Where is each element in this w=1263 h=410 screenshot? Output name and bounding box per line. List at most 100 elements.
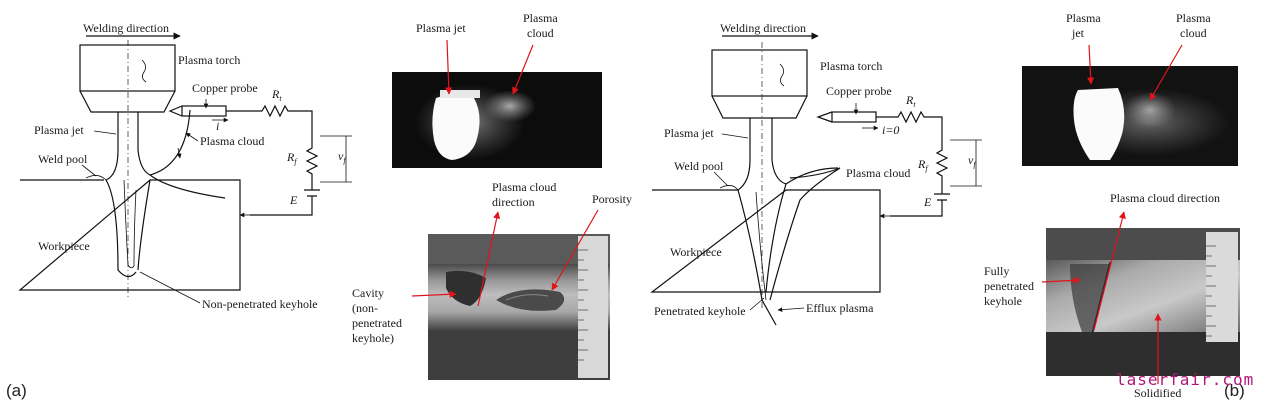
cloud-direction-arrow [477, 211, 501, 307]
photo-a-cross-section: Plasma cloud direction Porosity Cavity (… [352, 180, 632, 380]
copper-probe-tip [168, 105, 183, 117]
plasma-cloud-glow [484, 90, 536, 122]
photo-a-plasma: Plasma jet Plasma cloud [392, 11, 602, 168]
panel-a-label: (a) [6, 381, 27, 400]
plasma-jet-left [105, 112, 137, 278]
keyhole-inner-b [755, 191, 767, 301]
current-label-b: i=0 [882, 123, 899, 137]
cloud-direction-label-1: Plasma cloud [492, 180, 556, 194]
photo-b-cloud-label-1: Plasma [1176, 11, 1211, 25]
plasma-jet-left-b [737, 118, 777, 326]
photo-b-plasma: Plasma jet Plasma cloud [1022, 11, 1238, 166]
photo-b-cloud-label-2: cloud [1180, 26, 1207, 40]
plasma-cloud-label-b: Plasma cloud [846, 166, 910, 180]
cloud-direction-label-b: Plasma cloud direction [1110, 191, 1220, 205]
photo-b-cross-section: Plasma cloud direction Fully penetrated … [984, 191, 1240, 400]
ruler-b [1206, 232, 1238, 342]
plasma-jet-glow-b [1073, 88, 1125, 160]
photo-a-jet-arrow [445, 39, 453, 95]
plasma-jet-glow [432, 95, 480, 160]
fully-label-3: keyhole [984, 294, 1022, 308]
copper-probe-label-b: Copper probe [826, 84, 892, 98]
weld-pool-label-b: Weld pool [674, 159, 724, 173]
welding-direction-label-b: Welding direction [720, 21, 806, 35]
e-label-b: E [923, 195, 932, 209]
weld-pool-leader [81, 164, 97, 177]
cavity-label-3: penetrated [352, 316, 402, 330]
plasma-jet-leader-b [721, 133, 749, 139]
vf-label-b: vf [968, 153, 977, 169]
efflux-label: Efflux plasma [806, 301, 874, 315]
workpiece-block [18, 179, 241, 291]
panel-b-label: (b) [1224, 381, 1245, 400]
fully-arrow [1041, 276, 1081, 284]
plasma-torch-leader [141, 59, 147, 83]
rf-label: Rf [286, 150, 298, 166]
keyhole-leader-b [749, 297, 765, 311]
keyhole-inner [123, 179, 137, 269]
porosity-label: Porosity [592, 192, 632, 206]
fusion-line-b [1091, 261, 1111, 335]
ruler-a-ticks [578, 249, 588, 361]
vf-label: vf [338, 149, 347, 165]
cavity-label-1: Cavity [352, 286, 384, 300]
plasma-cloud-tail-b [769, 167, 841, 301]
photo-a-jet-label: Plasma jet [416, 21, 466, 35]
welding-direction-label: Welding direction [83, 21, 169, 35]
photo-b-jet-label-1: Plasma [1066, 11, 1101, 25]
weld-pool-leader-b [713, 171, 729, 187]
plasma-jet-right [137, 109, 191, 176]
current-label: i [216, 119, 219, 133]
keyhole-wall [137, 179, 151, 271]
fully-label-2: penetrated [984, 279, 1034, 293]
solidified-label: Solidified [1134, 386, 1181, 400]
e-label: E [289, 193, 298, 207]
workpiece-block-b [650, 189, 881, 293]
photo-b-jet-arrow [1087, 44, 1095, 85]
weld-pool-edge [85, 175, 107, 181]
weld-pool-edge-b [719, 185, 739, 191]
keyhole-wall-b [765, 183, 787, 293]
plasma-torch-label-b: Plasma torch [820, 59, 882, 73]
cavity-label-2: (non- [352, 301, 378, 315]
cloud-direction-label-2: direction [492, 195, 535, 209]
fully-label-1: Fully [984, 264, 1009, 278]
plasma-cloud-trail [149, 174, 226, 199]
torch-nozzle-b [711, 95, 808, 119]
photo-a-cloud-label-1: Plasma [523, 11, 558, 25]
ruler-a [578, 236, 608, 378]
circuit-wire [226, 104, 320, 216]
porosity-shape [496, 289, 565, 311]
circuit-wire-b [876, 110, 950, 217]
porosity-edge [505, 294, 549, 301]
plasma-jet-right-b [771, 118, 839, 185]
watermark: laserfair.com [1116, 370, 1254, 389]
plasma-cloud-glow-b [1124, 92, 1176, 128]
photo-b-jet-label-2: jet [1071, 26, 1085, 40]
plasma-torch-leader-b [779, 63, 785, 87]
plasma-jet-leader [93, 130, 117, 135]
torch-nozzle [79, 90, 176, 113]
plasma-jet-label: Plasma jet [34, 123, 84, 137]
rt-label-b: Rt [905, 93, 916, 109]
schematic-b: Welding direction Plasma torch Workpiece… [650, 21, 982, 326]
rt-label: Rt [271, 87, 282, 103]
photo-a-cloud-arrow [512, 44, 534, 95]
copper-probe-b [831, 111, 877, 123]
copper-probe-label: Copper probe [192, 81, 258, 95]
plasma-cloud-arrow [176, 147, 182, 159]
plasma-torch [79, 44, 176, 92]
copper-probe [181, 105, 227, 117]
plasma-jet-top [440, 90, 480, 98]
weld-pool-label: Weld pool [38, 152, 88, 166]
photo-b-cloud-arrow [1149, 44, 1183, 101]
ruler-b-ticks [1206, 245, 1216, 337]
workpiece-label-b: Workpiece [670, 245, 722, 259]
plasma-torch-b [711, 49, 808, 97]
porosity-arrow [551, 209, 599, 291]
keyhole-label: Non-penetrated keyhole [202, 297, 318, 311]
rf-label-b: Rf [917, 157, 929, 173]
keyhole-leader [139, 271, 201, 304]
copper-probe-tip-b [816, 111, 833, 123]
